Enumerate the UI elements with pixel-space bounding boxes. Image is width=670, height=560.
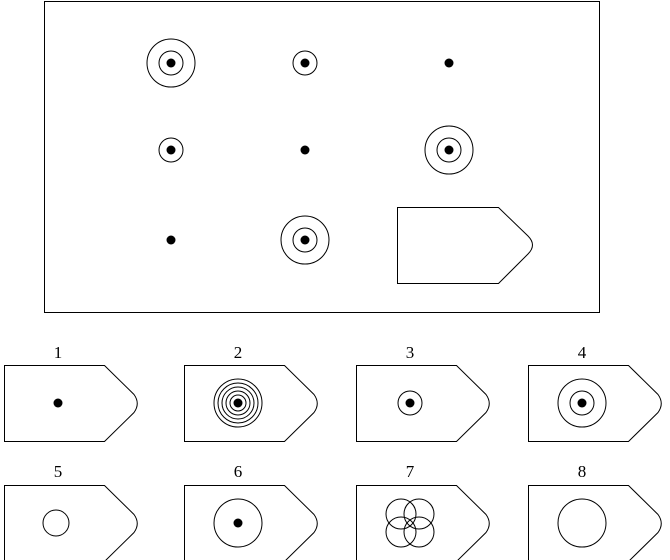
overlap-circle <box>385 498 417 530</box>
option-shape <box>356 485 490 560</box>
option-3[interactable]: 3 <box>356 343 490 442</box>
option-label: 3 <box>406 343 415 362</box>
center-dot <box>233 518 243 528</box>
ring-circle <box>146 38 196 88</box>
missing-cell-shape[interactable] <box>397 207 533 284</box>
option-1[interactable]: 1 <box>4 343 138 442</box>
center-dot <box>444 58 454 68</box>
center-dot <box>577 398 587 408</box>
plain-circle <box>42 509 70 537</box>
option-shape <box>528 485 662 560</box>
center-dot <box>300 145 310 155</box>
ring-circle <box>436 137 462 163</box>
option-label: 7 <box>406 462 415 481</box>
ring-circle <box>280 215 330 265</box>
matrix-grid <box>146 38 474 265</box>
option-shape <box>184 365 318 442</box>
ring-circle <box>557 378 607 428</box>
ring-circle <box>213 378 263 428</box>
matrix-cell-r2-c2 <box>300 145 310 155</box>
ring-circle <box>424 125 474 175</box>
ring-circle <box>158 137 184 163</box>
ring-circle <box>292 50 318 76</box>
option-8[interactable]: 8 <box>528 462 662 560</box>
center-dot <box>53 398 63 408</box>
option-7[interactable]: 7 <box>356 462 490 560</box>
option-shape <box>4 365 138 442</box>
option-4[interactable]: 4 <box>528 343 662 442</box>
option-shape <box>4 485 138 560</box>
center-dot <box>405 398 415 408</box>
matrix-cell-r2-c1 <box>158 137 184 163</box>
option-2[interactable]: 2 <box>184 343 318 442</box>
option-label: 5 <box>54 462 63 481</box>
option-label: 4 <box>578 343 587 362</box>
matrix-cell-r3-c2 <box>280 215 330 265</box>
matrix-cell-r1-c2 <box>292 50 318 76</box>
overlap-circle <box>403 498 435 530</box>
option-shape <box>184 485 318 560</box>
center-dot <box>166 235 176 245</box>
answer-options: 1 2 3 4 5 6 7 8 <box>4 343 662 560</box>
matrix-cell-r2-c3 <box>424 125 474 175</box>
ring-circle <box>397 390 423 416</box>
option-6[interactable]: 6 <box>184 462 318 560</box>
plain-circle <box>557 498 607 548</box>
option-shape <box>356 365 490 442</box>
overlap-circle <box>385 516 417 548</box>
ring-circle <box>221 386 255 420</box>
matrix-cell-r1-c3 <box>444 58 454 68</box>
ring-circle <box>569 390 595 416</box>
matrix-cell-r3-c1 <box>166 235 176 245</box>
option-label: 1 <box>54 343 63 362</box>
center-dot <box>166 58 176 68</box>
matrix-cell-r1-c1 <box>146 38 196 88</box>
option-label: 2 <box>234 343 243 362</box>
center-dot <box>300 235 310 245</box>
center-dot <box>233 398 243 408</box>
center-dot <box>300 58 310 68</box>
option-label: 6 <box>234 462 243 481</box>
ring-circle <box>292 227 318 253</box>
overlap-circle <box>403 516 435 548</box>
ring-circle <box>229 394 247 412</box>
center-dot <box>444 145 454 155</box>
option-shape <box>528 365 662 442</box>
matrix-frame <box>44 1 600 313</box>
center-dot <box>166 145 176 155</box>
option-5[interactable]: 5 <box>4 462 138 560</box>
option-label: 8 <box>578 462 587 481</box>
plain-circle <box>213 498 263 548</box>
ring-circle <box>217 382 259 424</box>
ring-circle <box>158 50 184 76</box>
ring-circle <box>225 390 251 416</box>
